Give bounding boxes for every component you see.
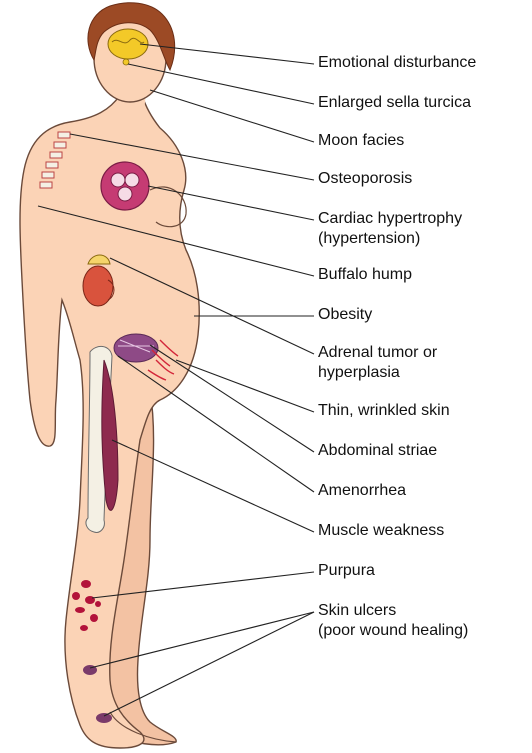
label-emotional-disturbance: Emotional disturbance (318, 53, 476, 72)
label-adrenal-tumor-line2: hyperplasia (318, 363, 400, 382)
label-obesity: Obesity (318, 305, 372, 324)
label-thin-wrinkled-skin: Thin, wrinkled skin (318, 401, 450, 420)
label-cardiac-hypertrophy: Cardiac hypertrophy (318, 209, 462, 228)
label-skin-ulcers-line2: (poor wound healing) (318, 621, 468, 640)
label-muscle-weakness: Muscle weakness (318, 521, 444, 540)
label-abdominal-striae: Abdominal striae (318, 441, 437, 460)
label-enlarged-sella-turcica: Enlarged sella turcica (318, 93, 471, 112)
label-buffalo-hump: Buffalo hump (318, 265, 412, 284)
label-skin-ulcers: Skin ulcers (318, 601, 396, 620)
label-moon-facies: Moon facies (318, 131, 404, 150)
label-amenorrhea: Amenorrhea (318, 481, 406, 500)
heart (101, 162, 149, 210)
label-adrenal-tumor: Adrenal tumor or (318, 343, 437, 362)
label-purpura: Purpura (318, 561, 375, 580)
label-osteoporosis: Osteoporosis (318, 169, 412, 188)
label-cardiac-hypertrophy-line2: (hypertension) (318, 229, 420, 248)
